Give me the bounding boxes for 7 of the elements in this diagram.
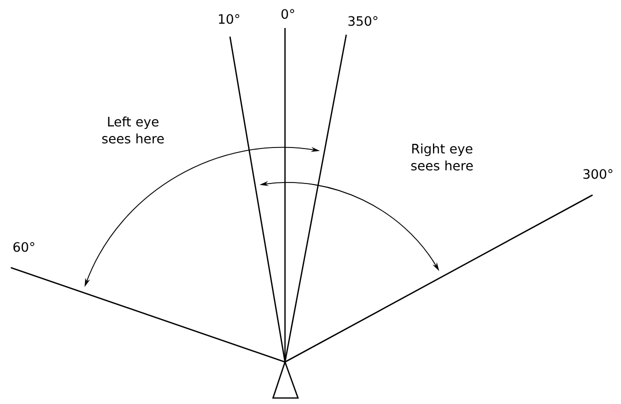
region-label: Right eye sees here — [411, 144, 473, 170]
angle-label: 300° — [583, 169, 612, 179]
angle-label: 10° — [218, 14, 240, 24]
region-label: Left eye sees here — [102, 116, 164, 144]
angle-label: 60° — [13, 242, 34, 252]
angle-label: 350° — [348, 16, 378, 26]
angle-label: 0° — [282, 9, 294, 19]
